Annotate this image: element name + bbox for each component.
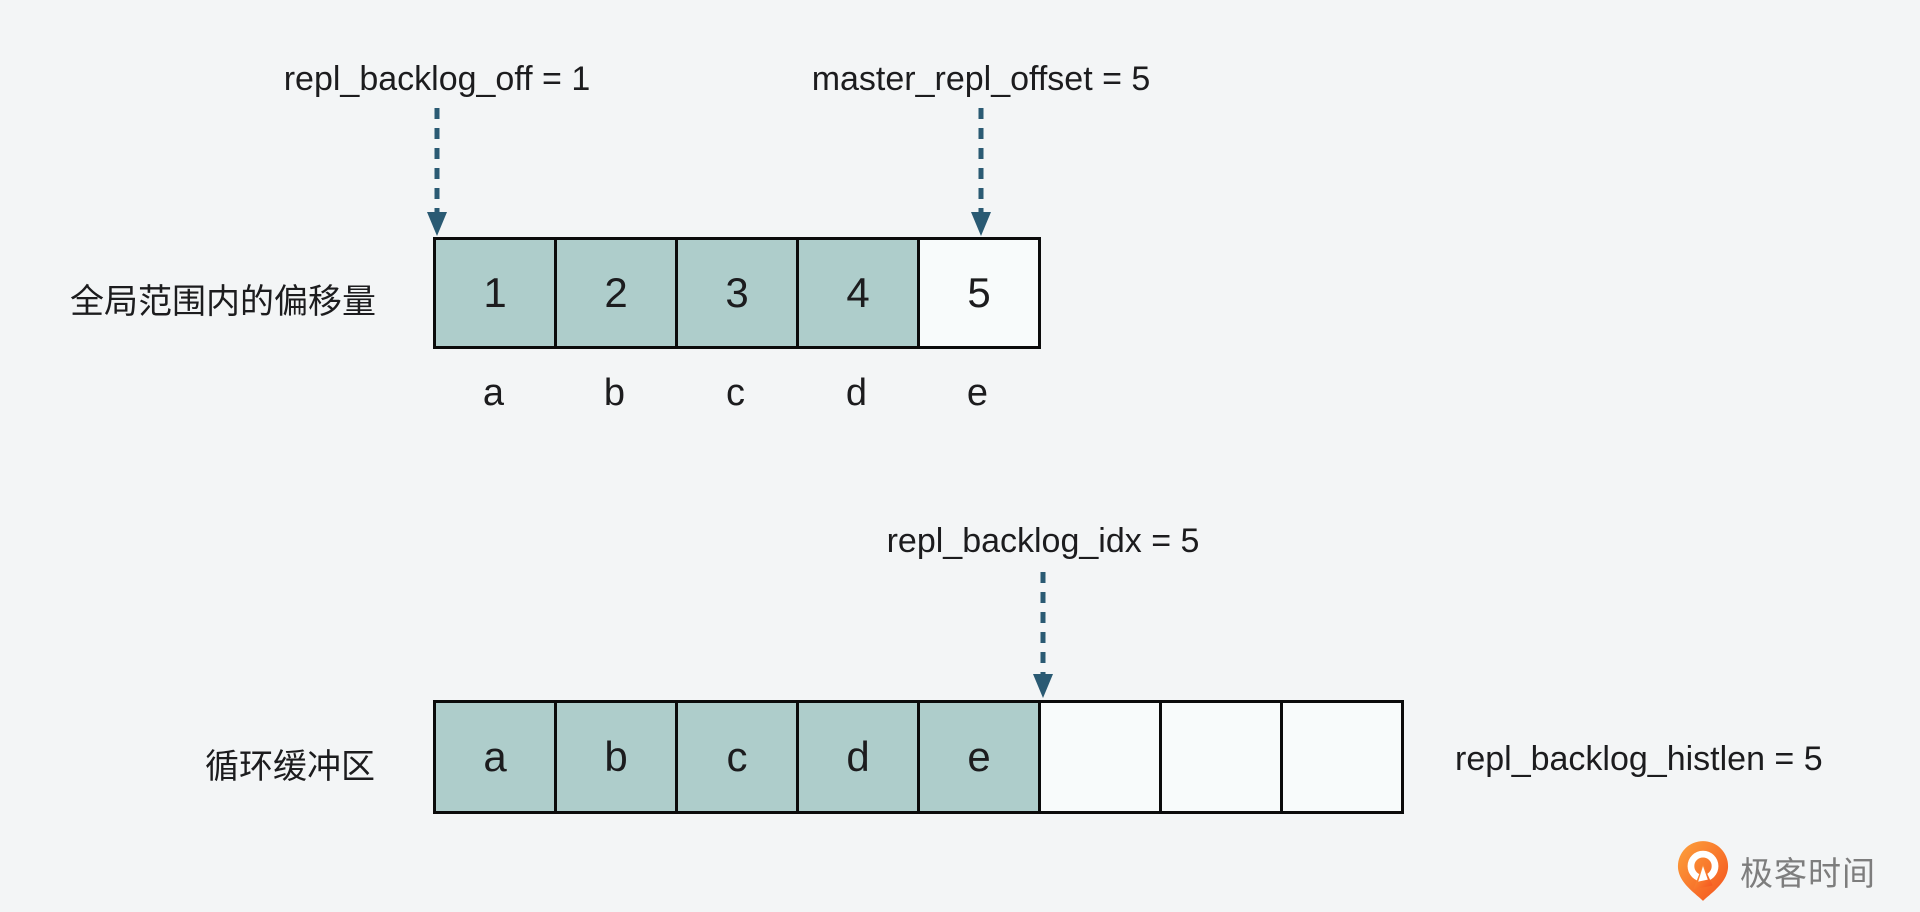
label-repl-backlog-histlen: repl_backlog_histlen = 5 <box>1455 740 1823 778</box>
master-repl-offset-arrow-icon <box>971 108 991 236</box>
letter-a: a <box>482 372 505 414</box>
geektime-logo: 极客时间 <box>1676 840 1876 902</box>
buffer-cell-empty-1 <box>1038 700 1162 814</box>
letter-b: b <box>603 372 626 414</box>
buffer-cell-d: d <box>796 700 920 814</box>
letter-d: d <box>845 372 868 414</box>
buffer-cell-empty-3 <box>1280 700 1404 814</box>
buffer-cell-c: c <box>675 700 799 814</box>
buffer-cell-a: a <box>433 700 557 814</box>
buffer-cell-e: e <box>917 700 1041 814</box>
offset-cell-1: 1 <box>433 237 557 349</box>
offset-cell-4: 4 <box>796 237 920 349</box>
label-repl-backlog-off: repl_backlog_off = 1 <box>283 60 591 98</box>
row1-letter-labels: a b c d e <box>433 372 1038 415</box>
geektime-pin-icon <box>1677 841 1729 901</box>
row2-label-circular-buffer: 循环缓冲区 <box>205 748 375 786</box>
repl-backlog-idx-arrow-icon <box>1033 572 1053 698</box>
repl-backlog-off-arrow-icon <box>427 108 447 236</box>
buffer-cell-b: b <box>554 700 678 814</box>
row1-offset-cells: 1 2 3 4 5 <box>433 237 1041 349</box>
offset-cell-2: 2 <box>554 237 678 349</box>
label-master-repl-offset: master_repl_offset = 5 <box>811 60 1151 98</box>
buffer-cell-empty-2 <box>1159 700 1283 814</box>
letter-c: c <box>726 372 745 414</box>
label-repl-backlog-idx: repl_backlog_idx = 5 <box>886 522 1200 560</box>
row1-label-global-offset: 全局范围内的偏移量 <box>70 283 376 321</box>
offset-cell-5: 5 <box>917 237 1041 349</box>
row2-buffer-cells: a b c d e <box>433 700 1404 814</box>
offset-cell-3: 3 <box>675 237 799 349</box>
geektime-logo-text: 极客时间 <box>1740 855 1876 892</box>
letter-e: e <box>966 372 989 414</box>
